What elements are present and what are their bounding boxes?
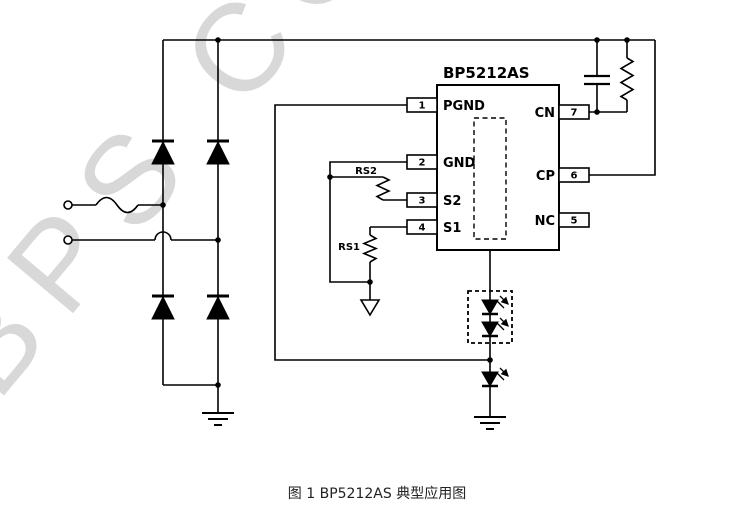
led2-emission-arrows xyxy=(495,317,508,330)
pin7-box xyxy=(558,104,590,120)
wire-pgnd xyxy=(274,104,490,361)
pin7-number: 7 xyxy=(571,108,578,119)
junction-dot xyxy=(367,279,373,285)
resistor-top-right xyxy=(619,57,635,101)
rs2-label: RS2 xyxy=(355,166,377,177)
earth-ground-led xyxy=(474,416,506,430)
pin4-number: 4 xyxy=(419,223,426,234)
junction-dot xyxy=(487,357,493,363)
wires xyxy=(72,39,656,417)
pin-label-s1: S1 xyxy=(443,221,461,236)
wire-gnd xyxy=(329,161,407,283)
rs1-label: RS1 xyxy=(338,242,360,253)
pin-label-nc: NC xyxy=(535,214,555,229)
ground-symbols xyxy=(202,299,506,430)
fuse-symbol xyxy=(95,196,139,214)
figure-caption: 图 1 BP5212AS 典型应用图 xyxy=(287,486,467,502)
ic-bp5212as: BP5212AS 1 2 3 4 7 6 5 PGND GND S2 xyxy=(406,64,590,251)
pin-label-cn: CN xyxy=(535,106,555,121)
resistor-rs2 xyxy=(375,176,391,201)
junction-dot xyxy=(327,174,333,180)
bridge-rectifier xyxy=(151,139,230,320)
ic-title: BP5212AS xyxy=(443,64,530,82)
capacitor xyxy=(584,74,610,86)
led3 xyxy=(481,371,499,388)
pin2-number: 2 xyxy=(419,158,426,169)
junction-dot xyxy=(594,37,600,43)
pin-label-pgnd: PGND xyxy=(443,99,485,114)
pin6-number: 6 xyxy=(571,171,578,182)
led-string xyxy=(467,290,513,388)
junction-dot xyxy=(215,37,221,43)
junction-dots xyxy=(160,37,630,388)
diode-d1 xyxy=(151,140,175,165)
pin5-number: 5 xyxy=(571,216,578,227)
wire-crossover-hop xyxy=(154,231,172,241)
pin-label-s2: S2 xyxy=(443,194,461,209)
passive-components xyxy=(63,57,635,263)
pin3-number: 3 xyxy=(419,196,426,207)
diode-d2 xyxy=(206,140,230,165)
wire-bridge-ground-stem xyxy=(163,384,219,413)
earth-ground-bridge xyxy=(202,412,234,426)
pin1-number: 1 xyxy=(419,101,426,112)
junction-dot xyxy=(160,202,166,208)
ac-input-terminal-1 xyxy=(63,200,73,210)
pin2-box xyxy=(406,154,438,170)
wire-cp xyxy=(589,40,656,176)
pin-label-cp: CP xyxy=(536,169,555,184)
led1-emission-arrows xyxy=(495,295,508,308)
led1 xyxy=(481,299,499,316)
junction-dot xyxy=(594,109,600,115)
arrow-ground-rs xyxy=(359,299,381,317)
pin4-box xyxy=(406,219,438,235)
junction-dot xyxy=(215,237,221,243)
resistor-rs1 xyxy=(361,234,379,263)
pin-label-gnd: GND xyxy=(443,156,476,171)
led3-emission-arrows xyxy=(495,367,508,380)
pin1-box xyxy=(406,97,438,113)
led2 xyxy=(481,321,499,338)
junction-dot xyxy=(215,382,221,388)
pin5-box xyxy=(558,212,590,228)
pin3-box xyxy=(406,192,438,208)
led-module-dashed-box xyxy=(467,290,513,344)
pin6-box xyxy=(558,167,590,183)
ac-input-terminal-2 xyxy=(63,235,73,245)
junction-dot xyxy=(624,37,630,43)
diode-d4 xyxy=(206,295,230,320)
diode-d3 xyxy=(151,295,175,320)
